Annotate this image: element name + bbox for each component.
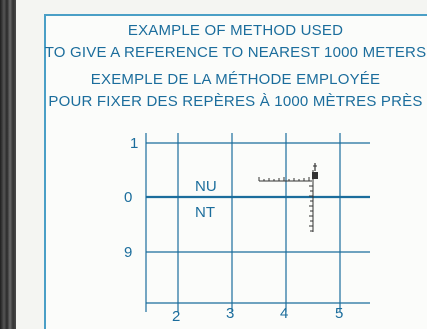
x-tick-2: 2 bbox=[172, 308, 180, 325]
caption-en-line-2: TO GIVE A REFERENCE TO NEAREST 1000 METE… bbox=[44, 44, 427, 61]
caption-fr-line-2: POUR FIXER DES REPÈRES À 1000 MÈTRES PRÈ… bbox=[48, 93, 423, 110]
zone-label-nu: NU bbox=[195, 178, 217, 195]
horizontal-scale-marker bbox=[258, 177, 312, 182]
y-tick-9: 9 bbox=[124, 244, 132, 261]
y-tick-1: 1 bbox=[130, 135, 138, 152]
x-tick-3: 3 bbox=[226, 305, 234, 322]
zone-label-nt: NT bbox=[195, 204, 215, 221]
page-edge-shadow bbox=[0, 0, 16, 329]
y-tick-0: 0 bbox=[124, 189, 132, 206]
figure-panel bbox=[44, 14, 427, 329]
x-tick-5: 5 bbox=[335, 305, 343, 322]
caption-fr-line-1: EXEMPLE DE LA MÉTHODE EMPLOYÉE bbox=[90, 71, 381, 88]
x-tick-4: 4 bbox=[280, 305, 288, 322]
reference-point-marker bbox=[312, 172, 318, 179]
vertical-scale-marker bbox=[309, 170, 314, 232]
caption-en-line-1: EXAMPLE OF METHOD USED bbox=[127, 22, 344, 39]
